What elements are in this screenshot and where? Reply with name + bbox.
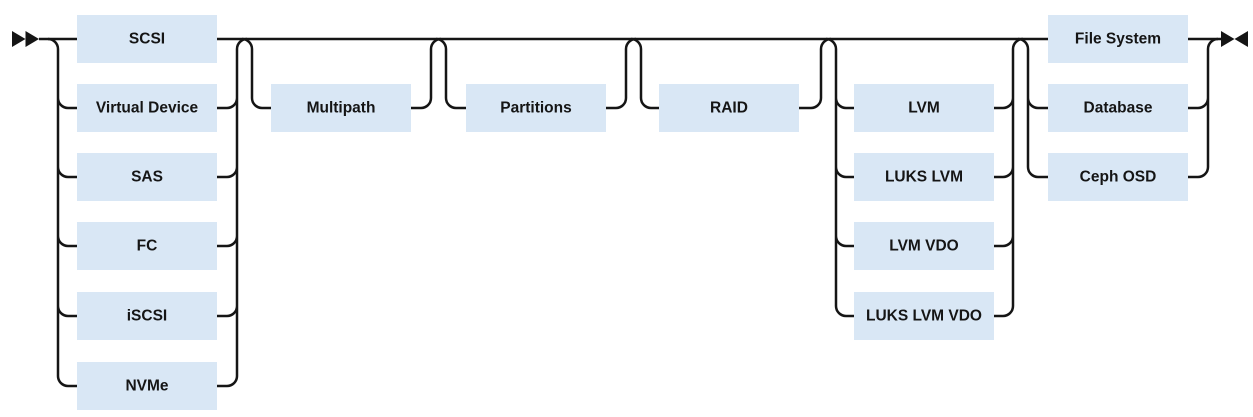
node-partitions xyxy=(466,84,606,132)
node-multipath xyxy=(271,84,411,132)
start-arrow-1-icon xyxy=(12,31,26,47)
rails xyxy=(39,37,1221,388)
label-nvme: NVMe xyxy=(125,378,168,395)
label-database: Database xyxy=(1084,100,1153,117)
node-raid xyxy=(659,84,799,132)
node-scsi xyxy=(77,15,217,63)
node-lvm xyxy=(854,84,994,132)
start-double-right-arrow-icon xyxy=(12,31,39,47)
node-labels: SCSI Virtual Device SAS FC iSCSI NVMe Mu… xyxy=(96,31,1161,395)
label-virtual-device: Virtual Device xyxy=(96,100,199,117)
node-luks-lvm-vdo xyxy=(854,292,994,340)
label-scsi: SCSI xyxy=(129,31,165,48)
label-iscsi: iSCSI xyxy=(127,308,167,325)
label-luks-lvm-vdo: LUKS LVM VDO xyxy=(866,308,982,325)
node-iscsi xyxy=(77,292,217,340)
node-ceph-osd xyxy=(1048,153,1188,201)
end-opposing-arrows-icon xyxy=(1221,31,1248,47)
node-file-system xyxy=(1048,15,1188,63)
node-boxes xyxy=(77,15,1188,410)
node-virtual-device xyxy=(77,84,217,132)
label-file-system: File System xyxy=(1075,31,1161,48)
node-database xyxy=(1048,84,1188,132)
node-sas xyxy=(77,153,217,201)
node-lvm-vdo xyxy=(854,222,994,270)
consumer-split-rail xyxy=(1017,37,1048,179)
raid-branch-rail xyxy=(630,37,832,110)
node-luks-lvm xyxy=(854,153,994,201)
label-lvm: LVM xyxy=(908,100,940,117)
volume-management-merge-rail xyxy=(994,37,1024,318)
label-ceph-osd: Ceph OSD xyxy=(1080,169,1157,186)
end-arrow-right-icon xyxy=(1234,31,1248,47)
label-lvm-vdo: LVM VDO xyxy=(889,238,958,255)
label-fc: FC xyxy=(137,238,158,255)
label-multipath: Multipath xyxy=(307,100,376,117)
volume-management-split-rail xyxy=(825,37,854,318)
multipath-branch-rail xyxy=(241,37,442,110)
consumer-merge-rail xyxy=(1188,37,1219,179)
label-raid: RAID xyxy=(710,100,748,117)
label-luks-lvm: LUKS LVM xyxy=(885,169,963,186)
label-partitions: Partitions xyxy=(500,100,571,117)
end-arrow-left-icon xyxy=(1221,31,1235,47)
node-nvme xyxy=(77,362,217,410)
partitions-branch-rail xyxy=(435,37,637,110)
node-fc xyxy=(77,222,217,270)
start-arrow-2-icon xyxy=(25,31,39,47)
block-device-merge-rail xyxy=(217,37,248,388)
block-device-split-rail xyxy=(47,37,77,388)
label-sas: SAS xyxy=(131,169,163,186)
